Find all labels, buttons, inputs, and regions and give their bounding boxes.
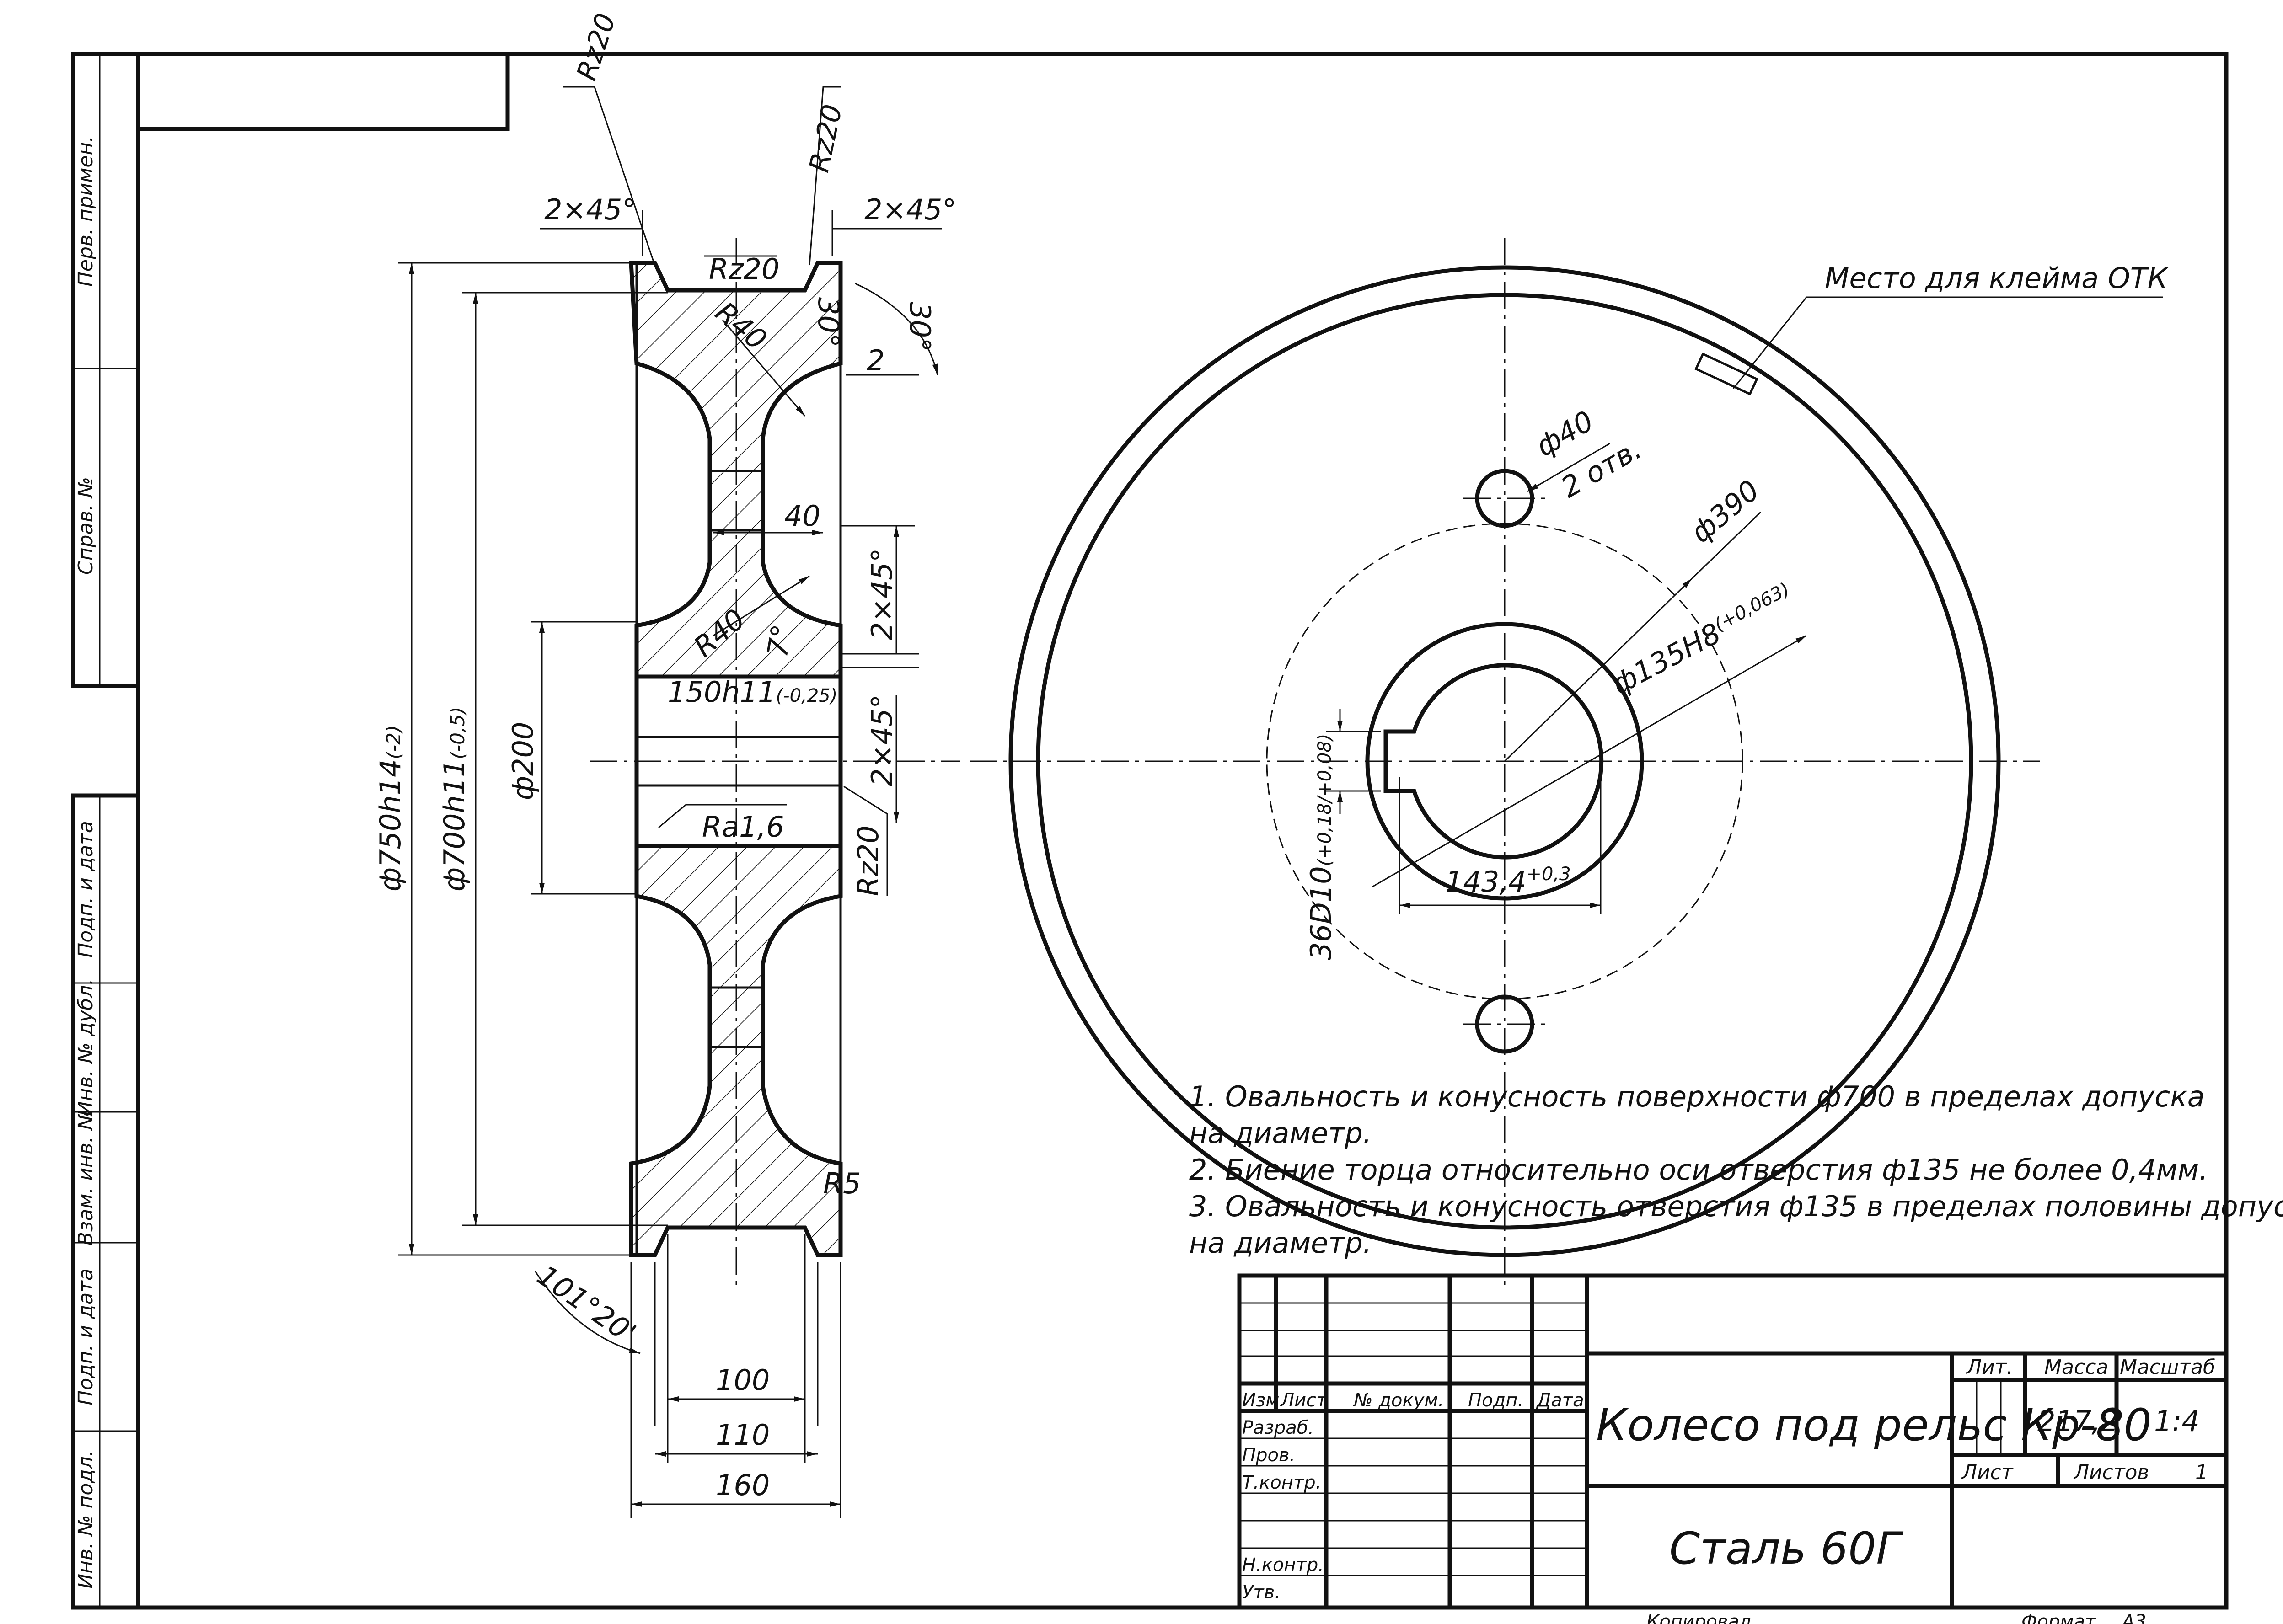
dim-110: 110 <box>716 1418 770 1452</box>
side-label-first-use: Перв. примен. <box>74 136 97 287</box>
col-list: Лист <box>1280 1390 1328 1411</box>
dia-200: ф200 <box>506 722 540 800</box>
lit-label: Лит. <box>1966 1356 2013 1379</box>
copied-label: Копировал <box>1646 1611 1751 1624</box>
bore-135: ф135H8(+0,063) <box>1607 578 1799 701</box>
technical-notes: 1. Овальность и конусность поверхности ф… <box>1189 1080 2283 1260</box>
format-label: Формат <box>2021 1611 2096 1624</box>
dia-700: ф700h11(-0,5) <box>438 707 471 892</box>
col-sign: Подп. <box>1468 1390 1523 1411</box>
keyway-width: 36D10(+0,18/+0,08) <box>1304 734 1338 960</box>
otk-label: Место для клейма ОТК <box>1825 262 2169 295</box>
section-view <box>590 238 960 1285</box>
sheet-label: Лист <box>1961 1461 2014 1484</box>
otk-mark <box>1694 352 1758 396</box>
chamfer-hub-1: 2×45° <box>865 548 899 640</box>
col-doc: № докум. <box>1353 1390 1444 1411</box>
side-labels: Перв. примен. Справ. № Подп. и дата Инв.… <box>74 136 97 1589</box>
row-tech-control: Т.контр. <box>1242 1472 1321 1493</box>
keyway-depth: 143,4+0,3 <box>1445 864 1571 898</box>
scale-value: 1:4 <box>2154 1405 2200 1438</box>
row-checker: Пров. <box>1242 1445 1295 1466</box>
row-approved: Утв. <box>1242 1582 1281 1603</box>
dim-160: 160 <box>716 1469 770 1502</box>
row-developer: Разраб. <box>1242 1417 1314 1438</box>
angle-101: 101°20' <box>531 1258 642 1350</box>
roughness-ra: Ra1,6 <box>702 810 784 844</box>
sheet-frame <box>71 52 2229 1610</box>
scale-label: Масштаб <box>2120 1356 2215 1379</box>
side-label-repl-inv: Взам. инв. № <box>74 1109 97 1246</box>
roughness-right: Rz20 <box>852 825 885 896</box>
side-label-orig-inv: Инв. № подл. <box>74 1450 97 1589</box>
note-2: 2. Биение торца относительно оси отверст… <box>1189 1153 2208 1186</box>
roughness-top-right: Rz20 <box>803 102 849 175</box>
dim-40: 40 <box>784 499 820 533</box>
dia-750: ф750h14(-2) <box>374 725 407 892</box>
note-1b: на диаметр. <box>1189 1116 1372 1150</box>
bore-150: 150h11(-0,25) <box>668 675 837 709</box>
dim-2: 2 <box>867 344 884 377</box>
section-dimensions: ф750h14(-2) ф700h11(-0,5) ф200 150h11(-0… <box>374 10 956 1518</box>
part-material: Сталь 60Г <box>1669 1523 1903 1574</box>
dim-100: 100 <box>716 1363 770 1397</box>
side-label-sign-date-2: Подп. и дата <box>74 1268 97 1405</box>
col-date: Дата <box>1536 1390 1584 1411</box>
sheets-count: 1 <box>2195 1461 2208 1484</box>
side-label-sign-date-1: Подп. и дата <box>74 821 97 958</box>
holes-dia: ф40 <box>1530 404 1599 463</box>
format-value: А3 <box>2121 1611 2146 1624</box>
chamfer-top-right: 2×45° <box>864 193 956 226</box>
roughness-top-left: Rz20 <box>571 10 622 85</box>
chamfer-hub-2: 2×45° <box>865 694 899 786</box>
side-label-ref-no: Справ. № <box>74 477 97 575</box>
mass-value: 217,2 <box>2037 1405 2119 1438</box>
note-3: 3. Овальность и конусность отверстия ф13… <box>1189 1190 2283 1223</box>
keyway-bore <box>1383 663 1604 860</box>
angle-flange-2: 30° <box>903 302 937 352</box>
row-norm-control: Н.контр. <box>1242 1555 1324 1576</box>
radius-r5: R5 <box>823 1167 861 1200</box>
angle-flange: 30° <box>812 297 845 347</box>
roughness-groove: Rz20 <box>709 252 780 286</box>
part-title: Колесо под рельс Кр-80 <box>1596 1400 2152 1451</box>
note-1: 1. Овальность и конусность поверхности ф… <box>1189 1080 2205 1113</box>
front-view-labels: Место для клейма ОТК ф40 2 отв. ф390 ф13… <box>1304 262 2169 960</box>
angle-7: 7° <box>761 622 799 660</box>
side-label-dup-inv: Инв. № дубл. <box>74 978 97 1116</box>
pcd-390: ф390 <box>1684 473 1766 549</box>
sheets-label: Листов <box>2073 1461 2149 1484</box>
note-3b: на диаметр. <box>1189 1226 1372 1260</box>
title-block <box>1237 1273 2229 1610</box>
mass-label: Масса <box>2044 1356 2108 1379</box>
chamfer-top-left: 2×45° <box>544 193 636 226</box>
title-block-text: Изм. Лист № докум. Подп. Дата Разраб. Пр… <box>1242 1356 2215 1624</box>
col-izm: Изм. <box>1242 1390 1285 1411</box>
